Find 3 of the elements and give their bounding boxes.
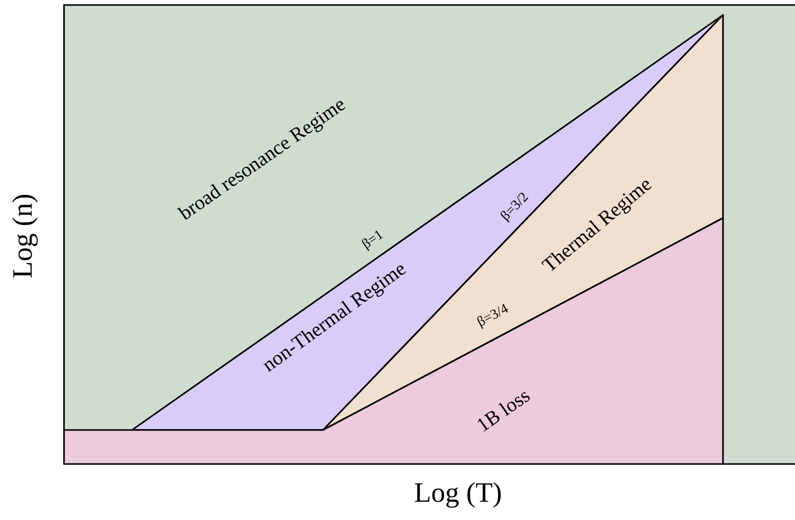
axis-label: Log (n) — [12, 194, 38, 278]
line-label: β=1 — [362, 230, 384, 252]
axis-label: Log (T) — [414, 482, 501, 508]
